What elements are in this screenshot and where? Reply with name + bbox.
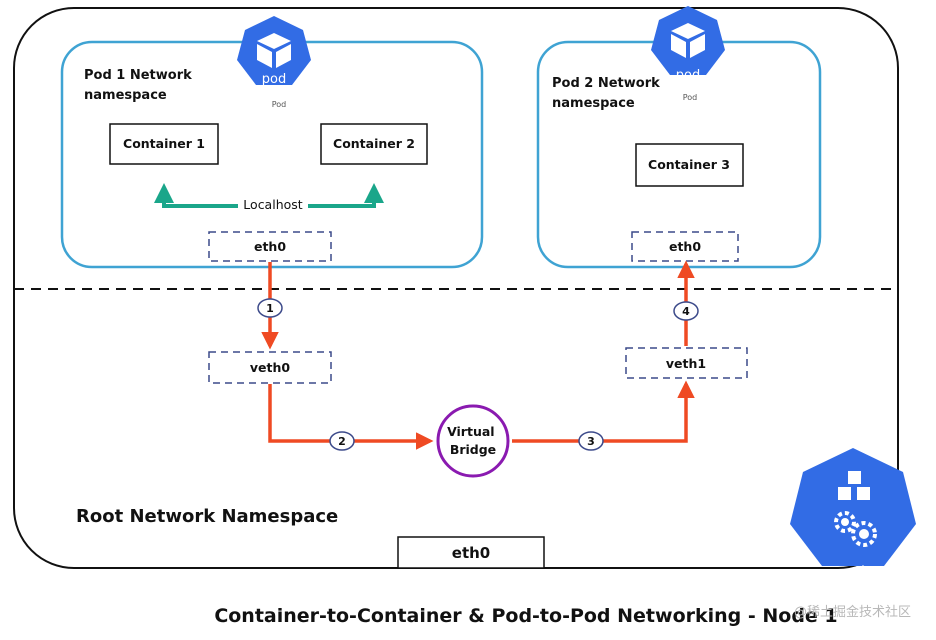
pod-1-icon-caption: Pod [272, 100, 287, 109]
container-3-box [635, 143, 744, 187]
container-2-box [320, 123, 428, 165]
veth1-label: veth1 [666, 356, 706, 371]
step-badge-3: 3 [578, 431, 604, 451]
flow-bridge-to-veth1 [512, 380, 695, 443]
container-3-label: Container 3 [648, 157, 730, 172]
localhost-label-bg [238, 196, 308, 214]
container-1-label: Container 1 [123, 136, 205, 151]
gear-icon [834, 511, 877, 547]
step-badge-4: 4 [673, 301, 699, 321]
watermark-text: @稀土掘金技术社区 [794, 604, 911, 620]
flow-veth0-to-bridge [268, 384, 434, 450]
container-1-box [109, 123, 219, 165]
svg-text:3: 3 [587, 435, 595, 448]
pod-2-icon: pod [651, 6, 725, 83]
svg-text:1: 1 [266, 302, 274, 315]
virtual-bridge-circle [436, 404, 510, 478]
pod-2-eth0-box [631, 231, 739, 262]
svg-text:4: 4 [682, 305, 690, 318]
cube-icon [257, 33, 291, 68]
localhost-label: Localhost [243, 197, 302, 212]
pod-2-namespace-label: Pod 2 Network namespace [552, 76, 664, 111]
veth0-box [208, 351, 332, 384]
pod-1-eth0-box [208, 231, 332, 262]
pod-2-icon-text: pod [676, 68, 700, 83]
host-eth0-label: eth0 [452, 544, 490, 562]
cube-icon [671, 23, 705, 58]
pod-2-icon-caption: Pod [683, 93, 698, 102]
pod-1-eth0-label: eth0 [254, 239, 286, 254]
node-icon-text: node [828, 562, 878, 586]
step-badge-2: 2 [329, 431, 355, 451]
veth1-box [625, 347, 748, 379]
root-namespace-label: Root Network Namespace [76, 506, 338, 527]
host-eth0-box [397, 536, 545, 569]
diagram-title: Container-to-Container & Pod-to-Pod Netw… [214, 605, 837, 627]
step-badge-1: 1 [257, 298, 283, 318]
pod-2-eth0-label: eth0 [669, 239, 701, 254]
node-icon: node [790, 448, 916, 586]
pod-1-icon-text: pod [262, 72, 286, 87]
pod-1-icon: pod [237, 16, 311, 87]
cubes-icon [838, 471, 870, 500]
veth0-label: veth0 [250, 360, 291, 375]
svg-text:2: 2 [338, 435, 346, 448]
virtual-bridge-label: Virtual Bridge [447, 424, 499, 457]
pod-1-namespace-label: Pod 1 Network namespace [84, 68, 196, 103]
container-2-label: Container 2 [333, 136, 415, 151]
